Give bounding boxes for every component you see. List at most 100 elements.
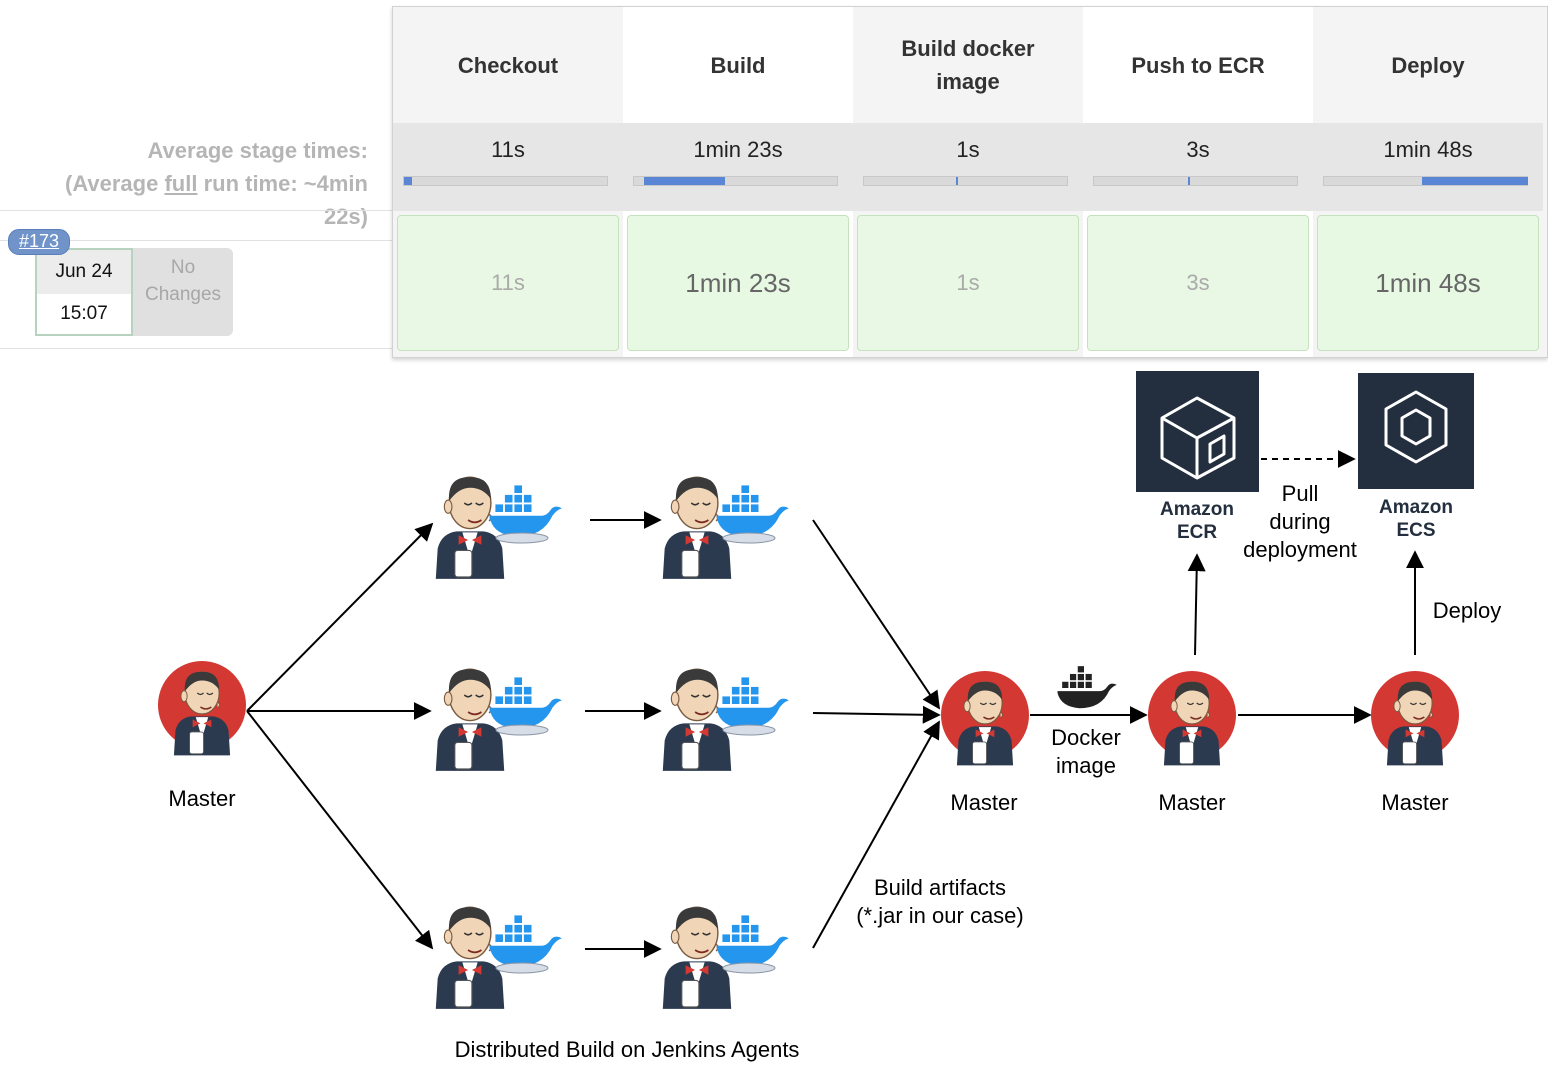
stage-average: 1min 23s xyxy=(623,123,853,211)
pull-during-deployment-label: Pull during deployment xyxy=(1230,480,1370,564)
build-time: 15:07 xyxy=(60,303,108,324)
avg-suffix: run time: ~4min xyxy=(197,171,368,196)
docker-image-line: image xyxy=(1056,753,1116,778)
jenkins-master-icon xyxy=(158,661,246,755)
stage-average: 1min 48s xyxy=(1313,123,1543,211)
stage-run-cell[interactable]: 1min 23s xyxy=(627,215,849,351)
stage-run-cell[interactable]: 1s xyxy=(857,215,1079,351)
stage-column-build: Build 1min 23s 1min 23s xyxy=(623,7,853,357)
stage-average: 3s xyxy=(1083,123,1313,211)
stage-progress-fill xyxy=(1422,177,1528,185)
divider xyxy=(0,210,392,211)
avg-line-2: (Average full run time: ~4min xyxy=(8,167,368,200)
stage-header: Checkout xyxy=(393,7,623,123)
avg-line-1: Average stage times: xyxy=(147,138,368,163)
pull-line: Pull xyxy=(1281,481,1319,506)
ecs-label-line: Amazon xyxy=(1379,497,1453,518)
stage-avg-time: 11s xyxy=(491,137,525,162)
build-artifacts-line: Build artifacts xyxy=(873,875,1007,900)
stage-progress-fill xyxy=(404,177,412,185)
average-stage-times-label: Average stage times: (Average full run t… xyxy=(8,134,368,233)
stage-run-cell[interactable]: 3s xyxy=(1087,215,1309,351)
stage-average: 1s xyxy=(853,123,1083,211)
stage-name-2: image xyxy=(936,69,1000,94)
jenkins-agent-docker-icon xyxy=(436,669,562,771)
arrow-push-ecr xyxy=(1187,553,1206,656)
stage-name: Push to ECR xyxy=(1131,52,1265,78)
build-date: Jun 24 xyxy=(37,250,131,294)
docker-image-icon xyxy=(1057,666,1117,709)
deploy-label: Deploy xyxy=(1432,598,1502,623)
arrow-agent-3-to-master xyxy=(812,720,940,949)
pull-line: during xyxy=(1269,509,1331,534)
jenkins-master-icon xyxy=(1148,671,1236,765)
stage-avg-time: 3s xyxy=(1186,137,1210,162)
arrow-agent-1-to-master xyxy=(812,519,941,710)
stage-avg-time: 1s xyxy=(956,137,980,162)
full-run-link[interactable]: full xyxy=(164,171,198,196)
arrow-master-to-agent-3 xyxy=(246,710,434,950)
stage-column-deploy: Deploy 1min 48s 1min 48s xyxy=(1313,7,1543,357)
stage-column-checkout: Checkout 11s 11s xyxy=(393,7,623,357)
stage-progress-track xyxy=(633,176,838,186)
jenkins-agent-docker-icon xyxy=(663,669,789,771)
amazon-ecr-icon xyxy=(1136,371,1259,492)
master-label: Master xyxy=(1158,790,1226,815)
stage-avg-time: 1min 23s xyxy=(693,137,783,162)
diagram-canvas xyxy=(0,371,1474,1066)
jenkins-agent-docker-icon xyxy=(436,477,562,579)
stage-name: Deploy xyxy=(1391,52,1465,78)
docker-image-line: Docker xyxy=(1051,725,1121,750)
stage-progress-fill xyxy=(644,177,725,185)
stage-run-cell[interactable]: 1min 48s xyxy=(1317,215,1539,351)
stage-view-sidebar: Average stage times: (Average full run t… xyxy=(0,0,392,360)
amazon-ecs-icon xyxy=(1358,373,1474,489)
stage-header: Deploy xyxy=(1313,7,1543,123)
master-label: Master xyxy=(950,790,1018,815)
flow-arrows xyxy=(246,450,1424,958)
divider xyxy=(0,348,392,349)
changes-line-1: No xyxy=(170,257,196,278)
stage-progress-track xyxy=(403,176,608,186)
stage-progress-track xyxy=(1093,176,1298,186)
stage-table: Checkout 11s 11s Build 1min 23s 1min 23s… xyxy=(392,6,1548,358)
jenkins-agent-docker-icon xyxy=(663,907,789,1009)
avg-prefix: (Average xyxy=(65,171,165,196)
pull-line: deployment xyxy=(1243,537,1357,562)
stage-avg-time: 1min 48s xyxy=(1383,137,1473,162)
stage-name: Checkout xyxy=(457,52,559,78)
build-date-card[interactable]: Jun 24 15:07 xyxy=(35,248,133,336)
build-artifacts-label: Build artifacts (*.jar in our case) xyxy=(830,874,1050,930)
master-label: Master xyxy=(168,786,236,811)
distributed-build-caption: Distributed Build on Jenkins Agents xyxy=(454,1037,800,1062)
architecture-diagram: Master Master Master Master Docker image… xyxy=(0,360,1548,1066)
ecs-label-line: ECS xyxy=(1396,520,1436,541)
changes-line-2: Changes xyxy=(144,284,222,305)
amazon-ecr-label: Amazon ECR xyxy=(1137,498,1257,544)
build-artifacts-line: (*.jar in our case) xyxy=(856,903,1024,928)
stage-average: 11s xyxy=(393,123,623,211)
stage-run-cell[interactable]: 11s xyxy=(397,215,619,351)
ecr-label-line: ECR xyxy=(1176,522,1218,543)
jenkins-master-icon xyxy=(1371,671,1459,765)
changes-card[interactable]: No Changes xyxy=(133,248,233,336)
stage-view: Average stage times: (Average full run t… xyxy=(0,0,1548,360)
docker-image-label: Docker image xyxy=(1036,724,1136,780)
jenkins-master-icon xyxy=(941,671,1029,765)
stage-column-push-to-ecr: Push to ECR 3s 3s xyxy=(1083,7,1313,357)
jenkins-agent-docker-icon xyxy=(663,477,789,579)
stage-progress-fill xyxy=(956,177,958,185)
amazon-ecs-label: Amazon ECS xyxy=(1356,496,1476,542)
build-number-badge[interactable]: #173 xyxy=(8,229,71,255)
stage-progress-track xyxy=(863,176,1068,186)
master-label: Master xyxy=(1381,790,1449,815)
stage-header: Build xyxy=(623,7,853,123)
arrow-master-to-agent-1 xyxy=(246,522,434,712)
ecr-label-line: Amazon xyxy=(1160,499,1234,520)
jenkins-agent-docker-icon xyxy=(436,907,562,1009)
arrow-agent-2-to-master xyxy=(812,705,941,724)
stage-progress-track xyxy=(1323,176,1528,186)
stage-progress-fill xyxy=(1188,177,1190,185)
